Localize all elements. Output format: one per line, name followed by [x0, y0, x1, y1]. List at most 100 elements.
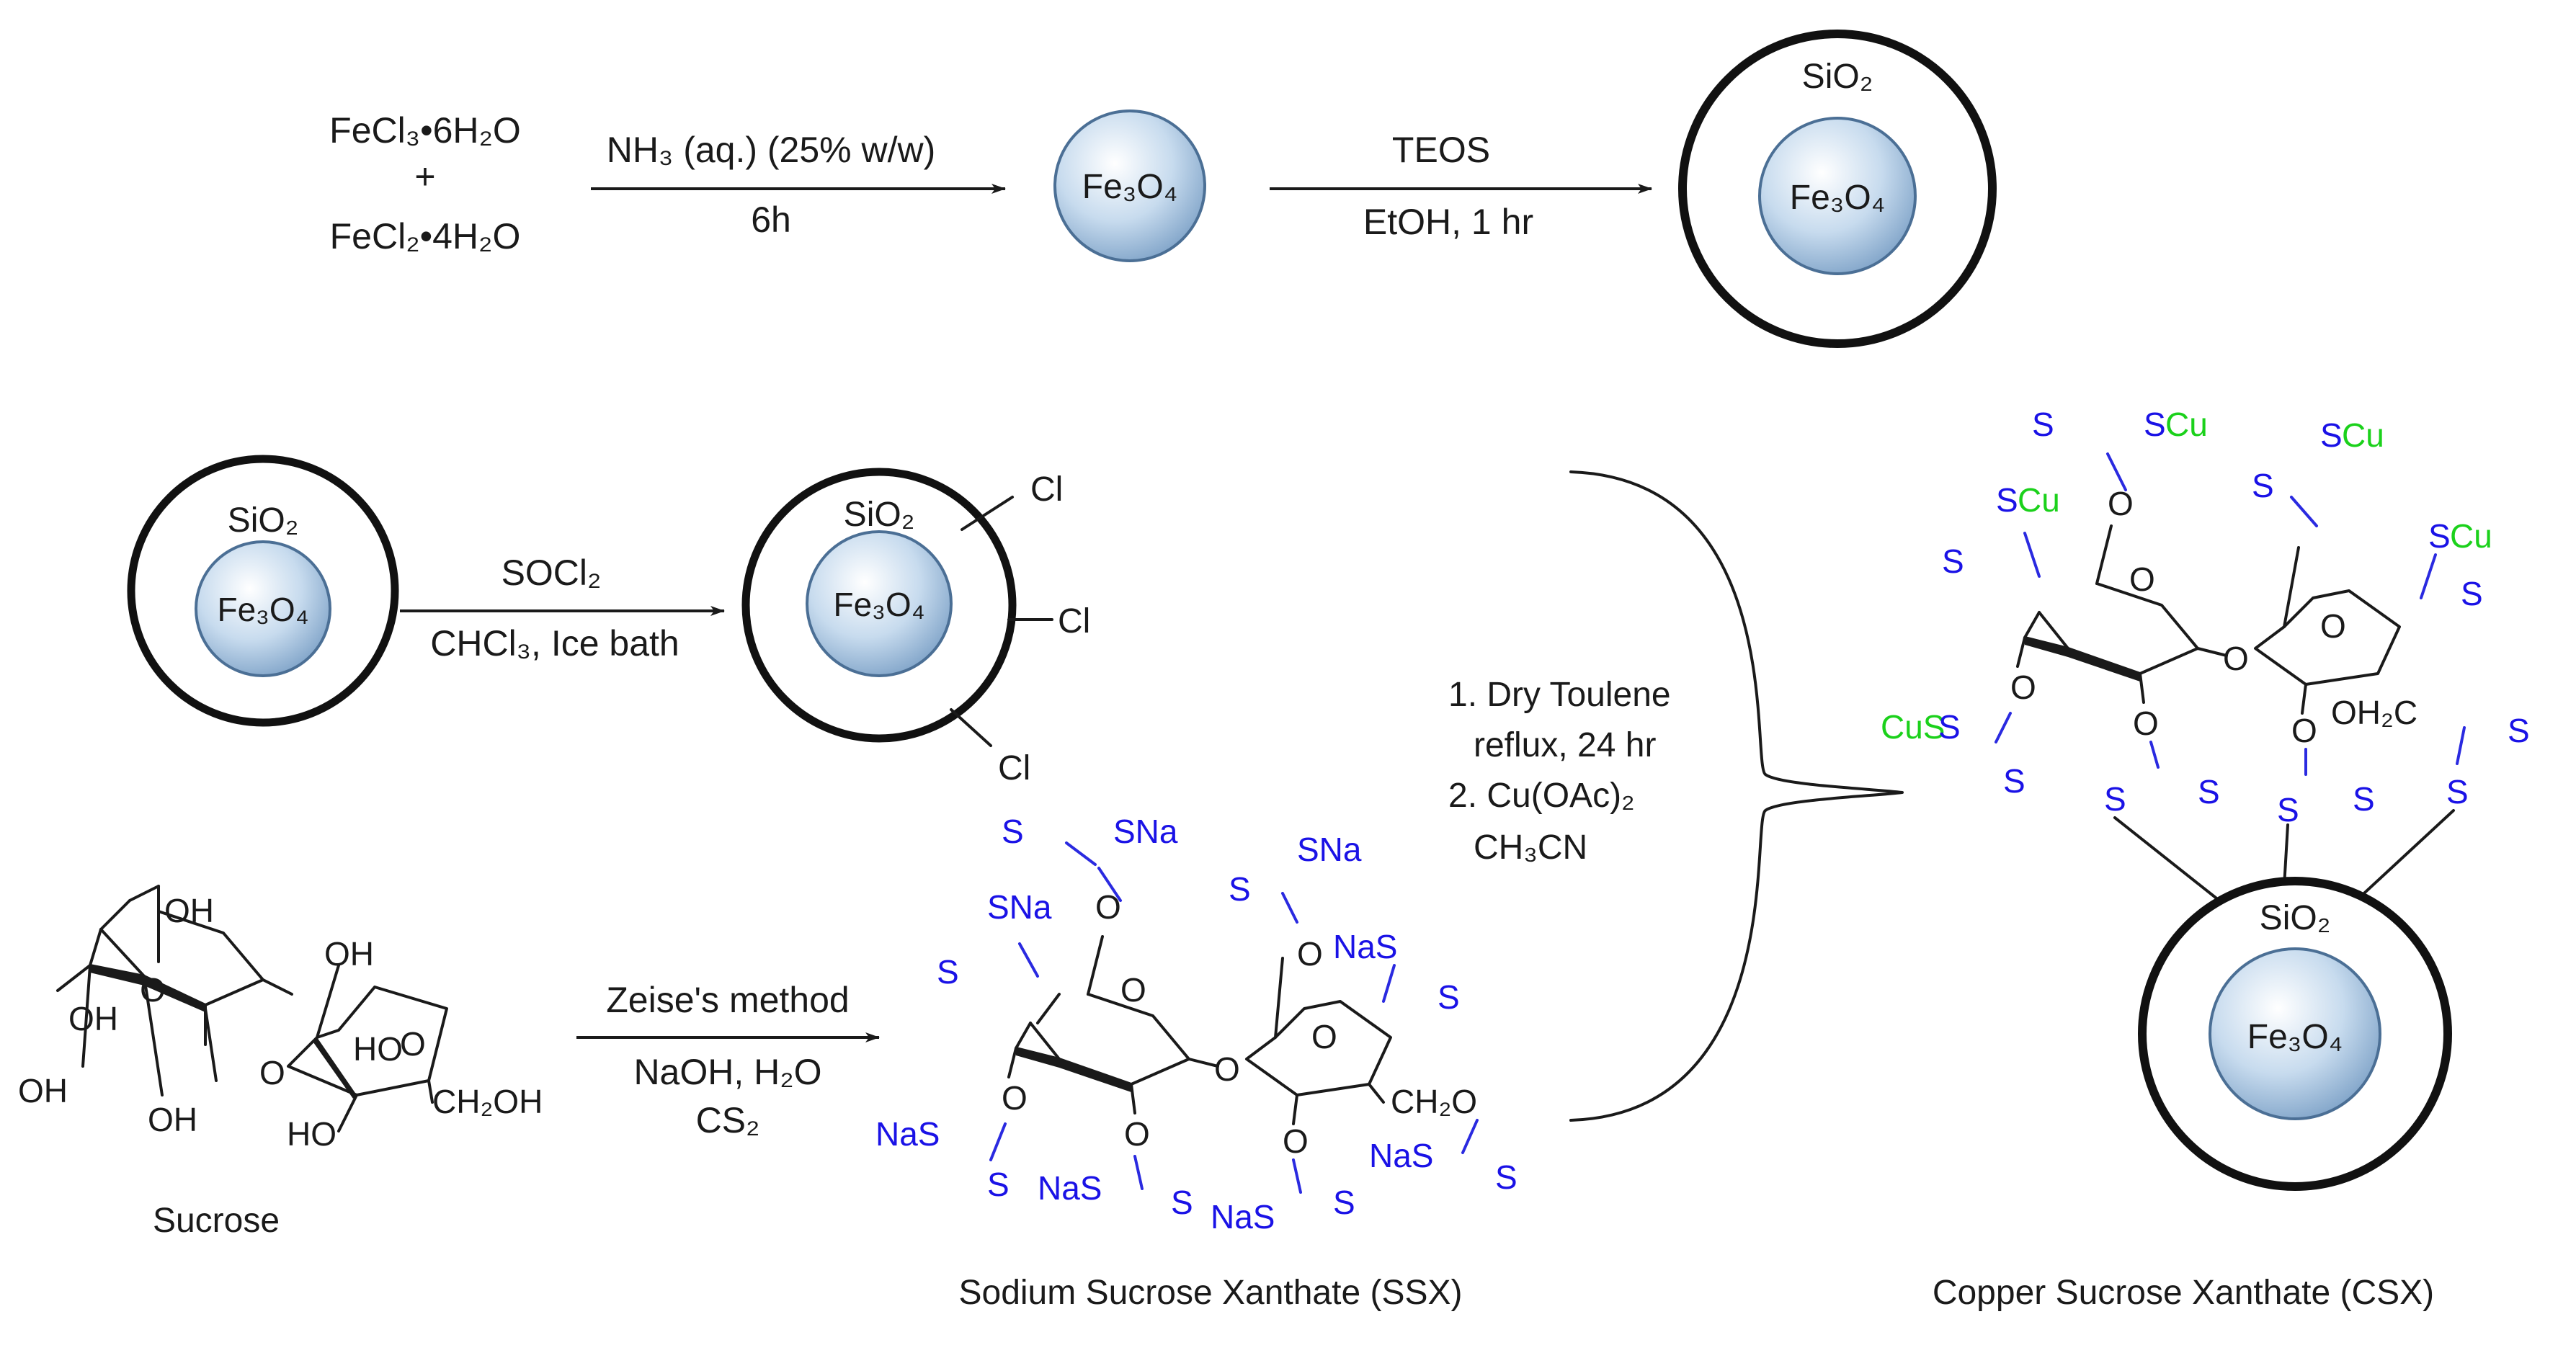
csx-oxygen: O — [2291, 712, 2317, 749]
csx-s: S — [2104, 780, 2126, 818]
csx-s: S — [2252, 467, 2274, 504]
step1-reactants: FeCl₃•6H₂O + FeCl₂•4H₂O — [329, 110, 521, 256]
ssx-oxygen: O — [1214, 1050, 1240, 1088]
sucrose-label: OH — [148, 1101, 197, 1138]
ssx-xanthate-sna: SNa — [1113, 813, 1178, 850]
sucrose-label: O — [400, 1025, 426, 1063]
ssx-xanthate-s: S — [1333, 1184, 1355, 1221]
csx-copper: Cu — [2450, 517, 2492, 555]
step2-reagent: TEOS — [1392, 130, 1490, 170]
chloro-label-3: Cl — [998, 749, 1030, 787]
ssx-xanthate-s: S — [1002, 813, 1024, 850]
step2-solvent: EtOH, 1 hr — [1363, 202, 1533, 242]
sio2-label: SiO₂ — [1802, 58, 1873, 96]
ssx-structure: O O O O O O O O CH₂O S SNa SNa S SNa S N… — [875, 813, 1517, 1312]
ssx-xanthate-sna: SNa — [1297, 831, 1362, 868]
ssx-xanthate-nas: NaS — [875, 1115, 940, 1153]
sucrose-label: OH — [324, 935, 374, 973]
csx-oh2c: OH₂C — [2331, 694, 2417, 731]
csx-oxygen: O — [2108, 485, 2134, 522]
reactant-fecl2: FeCl₂•4H₂O — [330, 216, 521, 256]
ssx-ch2o: CH₂O — [1391, 1083, 1477, 1120]
sucrose-structure: OH O OH OH OH OH O HO O HO CH₂OH Sucrose — [18, 885, 543, 1240]
csx-oxygen: O — [2320, 607, 2346, 645]
step5-line2: reflux, 24 hr — [1474, 726, 1656, 764]
csx-oxygen: O — [2010, 669, 2036, 706]
step4-base: NaOH, H₂O — [633, 1052, 821, 1092]
step4-method: Zeise's method — [606, 980, 849, 1020]
convergence-brace — [1569, 470, 1904, 1122]
step5-line4: CH₃CN — [1474, 828, 1587, 867]
sucrose-label: OH — [164, 892, 214, 929]
ssx-xanthate-nas: NaS — [1369, 1137, 1433, 1174]
ssx-xanthate-sna: SNa — [987, 888, 1052, 926]
step1-reagent: NH₃ (aq.) (25% w/w) — [607, 130, 936, 170]
sucrose-label: O — [140, 971, 166, 1009]
csx-copper-s: CuS — [1881, 708, 1945, 746]
sucrose-label: HO — [287, 1115, 337, 1153]
sio2-label: SiO₂ — [228, 501, 299, 540]
sucrose-label: OH — [68, 1000, 118, 1037]
ssx-xanthate-s: S — [987, 1166, 1010, 1203]
csx-s: S — [2461, 575, 2483, 612]
sucrose-caption: Sucrose — [153, 1202, 280, 1240]
ssx-xanthate-s: S — [1495, 1158, 1517, 1196]
csx-caption: Copper Sucrose Xanthate (CSX) — [1933, 1274, 2434, 1312]
csx-s: S — [2003, 762, 2025, 800]
csx-s: S — [1942, 542, 1964, 580]
fe3o4-core-label: Fe₃O₄ — [834, 586, 925, 623]
step3-reagent: SOCl₂ — [502, 553, 602, 593]
step1-time: 6h — [751, 200, 791, 240]
ssx-oxygen: O — [1311, 1018, 1337, 1055]
sucrose-label: OH — [18, 1072, 68, 1109]
csx-structure: O O O O O O O OH₂C S S Cu S Cu S S Cu S … — [1881, 406, 2530, 1312]
csx-oxygen: O — [2133, 705, 2159, 742]
chlorinated-particle: SiO₂ Fe₃O₄ Cl Cl Cl — [741, 468, 1090, 787]
fe3o4-label: Fe₃O₄ — [1082, 168, 1178, 206]
ssx-oxygen: O — [1120, 971, 1146, 1009]
step5-line3: 2. Cu(OAc)₂ — [1448, 777, 1635, 815]
sucrose-label: O — [259, 1054, 285, 1091]
step4-cs2: CS₂ — [696, 1100, 760, 1140]
csx-s: S — [2198, 773, 2220, 810]
sucrose-label: HO — [353, 1030, 403, 1068]
fe3o4-core-label: Fe₃O₄ — [2247, 1018, 2343, 1056]
csx-s: S — [2508, 712, 2530, 749]
silica-particle-start: SiO₂ Fe₃O₄ — [127, 455, 399, 727]
ssx-oxygen: O — [1297, 935, 1323, 973]
csx-s: S — [2320, 416, 2343, 454]
csx-s: S — [2428, 517, 2451, 555]
ssx-oxygen: O — [1002, 1079, 1028, 1117]
fe3o4-core-label: Fe₃O₄ — [218, 591, 309, 628]
csx-copper: Cu — [2018, 481, 2060, 519]
step3-solvent: CHCl₃, Ice bath — [430, 623, 679, 664]
chloro-label-2: Cl — [1058, 602, 1090, 640]
csx-s: S — [1996, 481, 2018, 519]
ssx-xanthate-s: S — [1171, 1184, 1193, 1221]
ssx-xanthate-s: S — [1229, 870, 1251, 908]
csx-s: S — [2032, 406, 2054, 443]
ssx-xanthate-nas: NaS — [1333, 928, 1397, 965]
csx-copper: Cu — [2165, 406, 2208, 443]
plus-sign: + — [414, 156, 435, 197]
fe3o4-core-label: Fe₃O₄ — [1790, 179, 1886, 217]
csx-s: S — [2277, 791, 2299, 828]
ssx-xanthate-s: S — [1438, 978, 1460, 1016]
ssx-xanthate-nas: NaS — [1038, 1169, 1102, 1207]
csx-copper: Cu — [2342, 416, 2384, 454]
csx-s: S — [1938, 708, 1961, 746]
csx-s: S — [2144, 406, 2166, 443]
ssx-oxygen: O — [1124, 1115, 1150, 1153]
step5-line1: 1. Dry Toulene — [1448, 676, 1671, 714]
ssx-xanthate-nas: NaS — [1211, 1198, 1275, 1236]
ssx-xanthate-s: S — [937, 953, 959, 991]
fe3o4-particle: Fe₃O₄ — [1053, 110, 1206, 262]
silica-coated-particle: SiO₂ Fe₃O₄ — [1678, 30, 1997, 348]
sucrose-label: CH₂OH — [432, 1083, 543, 1120]
csx-oxygen: O — [2129, 560, 2155, 598]
reactant-fecl3: FeCl₃•6H₂O — [329, 110, 521, 151]
ssx-oxygen: O — [1283, 1122, 1309, 1160]
csx-oxygen: O — [2223, 640, 2249, 677]
csx-s: S — [2446, 773, 2469, 810]
